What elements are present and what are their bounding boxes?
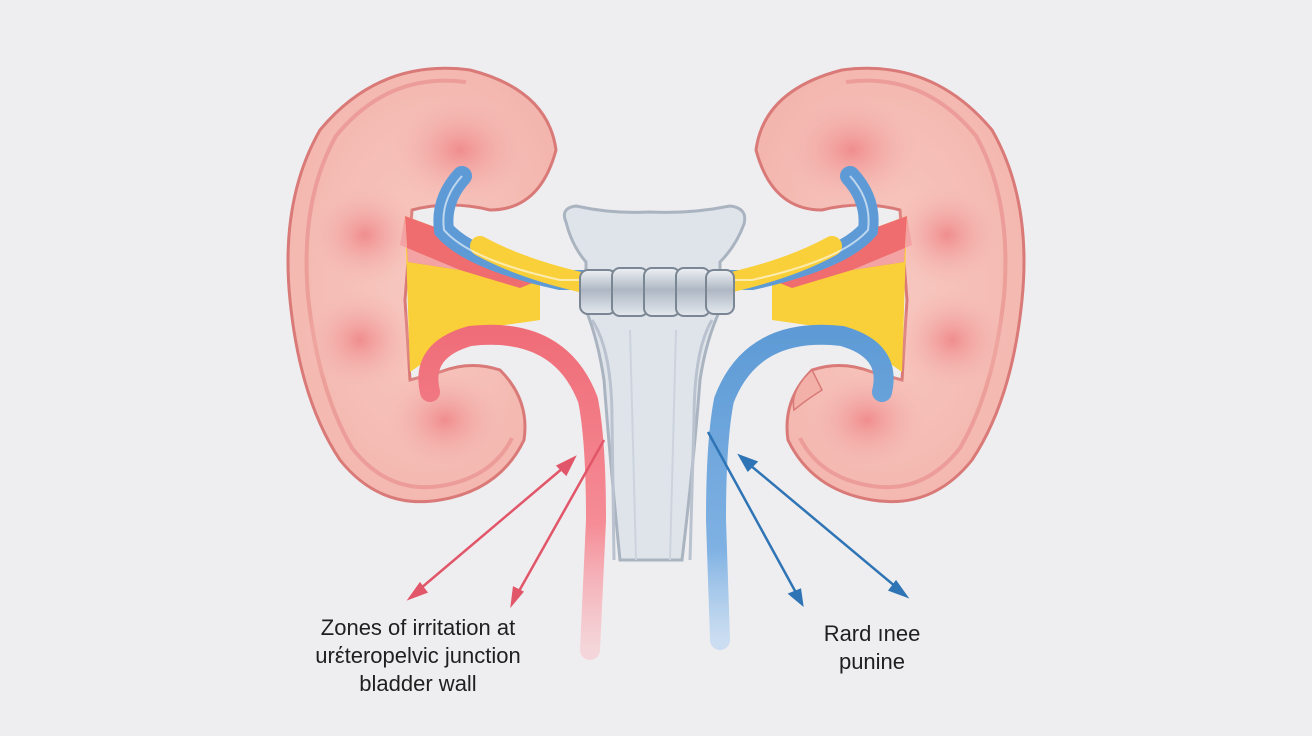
right-arrows <box>706 431 910 608</box>
metal-bands <box>579 267 735 317</box>
label-left-line-3: bladder wall <box>359 671 477 696</box>
left-kidney <box>286 66 558 504</box>
right-ureter <box>705 324 894 650</box>
label-left-line-2: urέteropelvic junction <box>315 643 521 668</box>
right-label: Rard ınee punine <box>792 620 952 676</box>
left-arrows <box>406 439 606 609</box>
label-left-line-1: Zones of irritation at <box>320 615 516 640</box>
irritation-zones-label: Zones of irritation at urέteropelvic jun… <box>268 614 568 698</box>
label-right-line-2: punine <box>838 649 906 674</box>
right-kidney <box>754 66 1026 504</box>
label-right-line-1: Rard ınee <box>823 621 921 646</box>
